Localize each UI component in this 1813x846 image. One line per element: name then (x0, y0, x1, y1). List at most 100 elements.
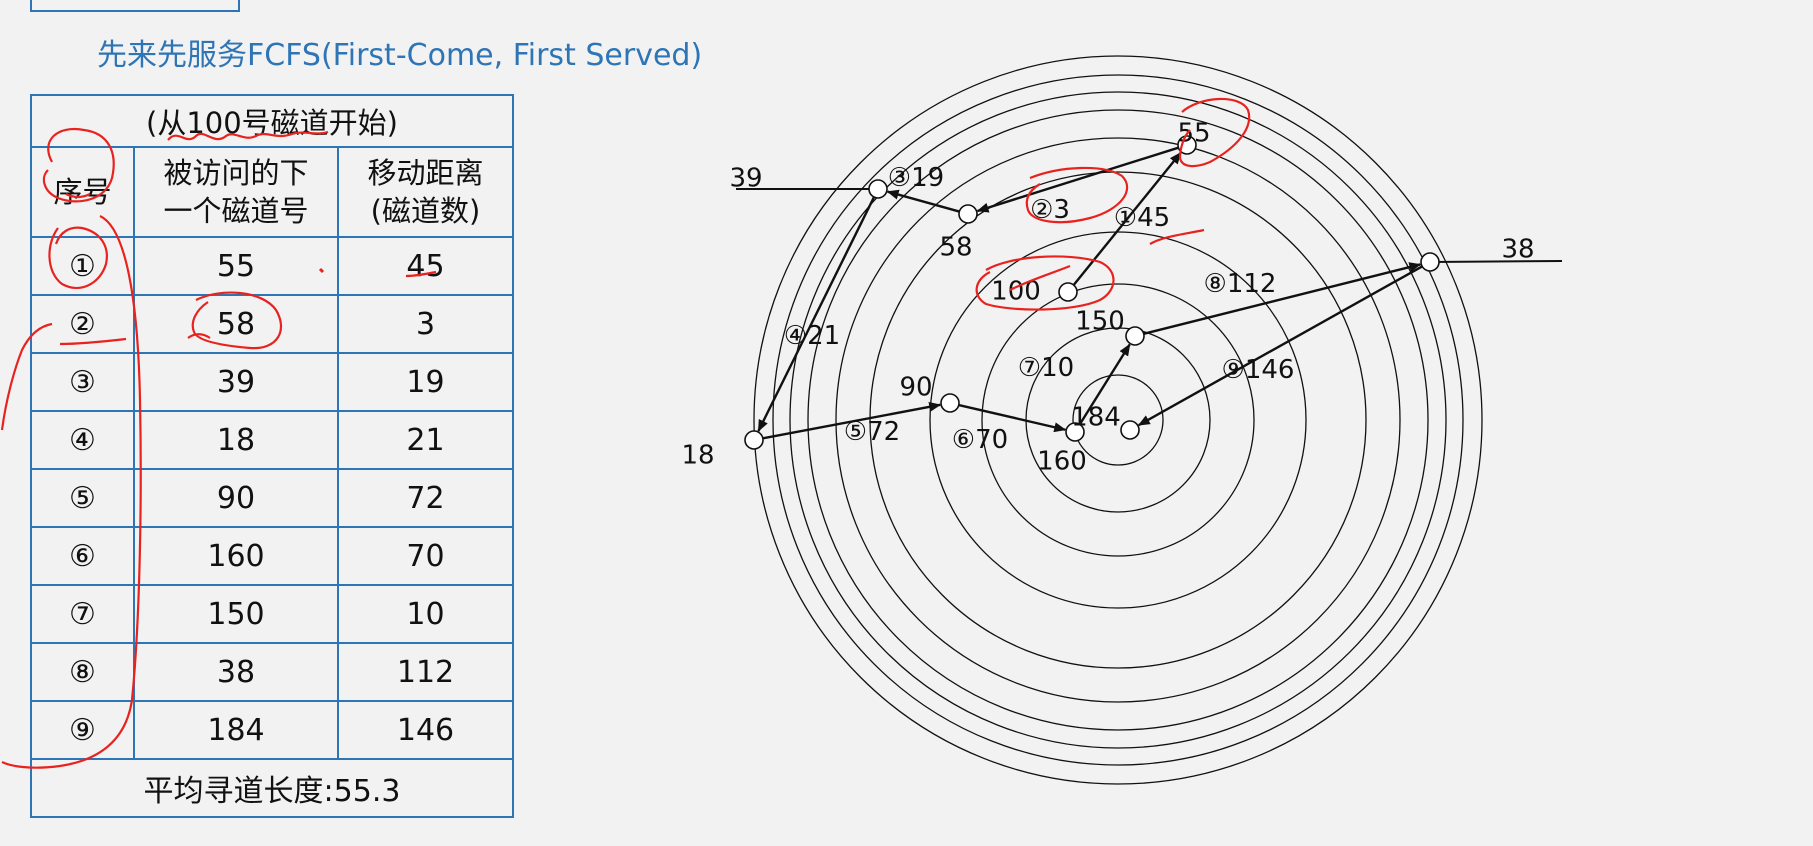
track-ring (981, 283, 1255, 557)
cell-track: 150 (133, 584, 339, 644)
cell-seq: ⑦ (30, 584, 135, 644)
seek-arrow (886, 189, 960, 213)
cell-distance: 19 (337, 352, 514, 412)
cell-track: 38 (133, 642, 339, 702)
seek-label: ⑥70 (952, 425, 1008, 455)
seek-arrow (1137, 265, 1423, 427)
cell-track: 39 (133, 352, 339, 412)
track-node (1125, 326, 1145, 346)
track-label: 58 (939, 233, 972, 263)
track-label: 160 (1037, 447, 1087, 477)
cell-distance: 70 (337, 526, 514, 586)
cell-seq: ⑧ (30, 642, 135, 702)
cell-distance: 112 (337, 642, 514, 702)
track-ring (1072, 374, 1164, 466)
annotation-underline-45 (405, 270, 437, 278)
annotation-underline-header (65, 193, 91, 199)
seek-label: ⑦10 (1018, 353, 1074, 383)
track-label: 184 (1071, 403, 1121, 433)
header-distance: 移动距离(磁道数) (337, 146, 514, 238)
cell-seq: ① (30, 236, 135, 296)
track-ring (835, 137, 1401, 703)
cell-track: 18 (133, 410, 339, 470)
track-node (1058, 282, 1078, 302)
track-ring (869, 171, 1367, 669)
track-extension-lines (736, 188, 1563, 263)
track-node (1065, 422, 1085, 442)
track-label: 18 (681, 441, 714, 471)
cell-seq: ④ (30, 410, 135, 470)
track-38-line (1429, 260, 1563, 263)
cell-track: 58 (133, 294, 339, 354)
track-label: 38 (1501, 235, 1534, 265)
seek-label: ⑧112 (1204, 269, 1277, 299)
annotation-circle-58 (191, 291, 282, 350)
seek-arrow (958, 403, 1067, 433)
annotation-underline-row2 (59, 337, 127, 346)
cell-distance: 45 (337, 236, 514, 296)
seek-arrow (1072, 151, 1182, 286)
track-label: 100 (991, 277, 1041, 307)
track-node (1120, 420, 1140, 440)
seek-arrow (1078, 343, 1131, 426)
header-seq: 序号 (30, 146, 135, 238)
handwritten-annotations (0, 97, 1251, 769)
seek-arrow (976, 146, 1179, 213)
track-ring (807, 109, 1429, 731)
seek-labels: ①45 ②3 ③19 ④21 ⑤72 ⑥70 ⑦10 ⑧112 ⑨146 (784, 163, 1295, 455)
track-node (868, 179, 888, 199)
cell-seq: ⑤ (30, 468, 135, 528)
cell-seq: ⑨ (30, 700, 135, 760)
seek-arrows (757, 146, 1423, 440)
annotation-bracket-seq-column (0, 215, 142, 769)
cell-track: 160 (133, 526, 339, 586)
cell-distance: 21 (337, 410, 514, 470)
annotation-underline-move1 (1149, 228, 1205, 245)
annotation-circle-start-100 (975, 255, 1115, 311)
seek-label: ③19 (888, 163, 944, 193)
track-node (958, 204, 978, 224)
track-label: 39 (729, 164, 762, 194)
track-label: 90 (899, 373, 932, 403)
seek-arrow (1143, 262, 1422, 335)
seek-arrow (757, 196, 876, 432)
table-header-row: 序号 被访问的下一个磁道号 移动距离(磁道数) (30, 146, 514, 238)
cell-track: 90 (133, 468, 339, 528)
track-ring (772, 74, 1464, 766)
cell-distance: 72 (337, 468, 514, 528)
annotation-circle-move2 (1025, 166, 1129, 224)
annotation-circle-row1 (48, 226, 108, 290)
track-ring (753, 55, 1483, 785)
header-distance-text: 移动距离(磁道数) (367, 156, 484, 228)
average-seek-length: 平均寻道长度:55.3 (30, 758, 514, 818)
track-label: 150 (1075, 307, 1125, 337)
cell-track: 184 (133, 700, 339, 760)
cell-distance: 3 (337, 294, 514, 354)
seek-label: ②3 (1030, 195, 1070, 225)
annotation-stroke-start-100 (1009, 264, 1071, 291)
seek-label: ①45 (1114, 203, 1170, 233)
slide-title: 先来先服务FCFS(First-Come, First Served) (97, 38, 703, 73)
seek-label: ⑤72 (844, 417, 900, 447)
seek-label: ⑨146 (1222, 355, 1295, 385)
annotation-circle-seq-header (42, 127, 115, 203)
seek-label: ④21 (784, 321, 840, 351)
cell-seq: ⑥ (30, 526, 135, 586)
cell-distance: 10 (337, 584, 514, 644)
annotation-underline-caption (167, 130, 329, 141)
cell-seq: ③ (30, 352, 135, 412)
track-node (1420, 252, 1440, 272)
table-caption: (从100号磁道开始) (30, 94, 514, 148)
seek-arrow (762, 401, 942, 440)
header-track-text: 被访问的下一个磁道号 (163, 156, 309, 228)
